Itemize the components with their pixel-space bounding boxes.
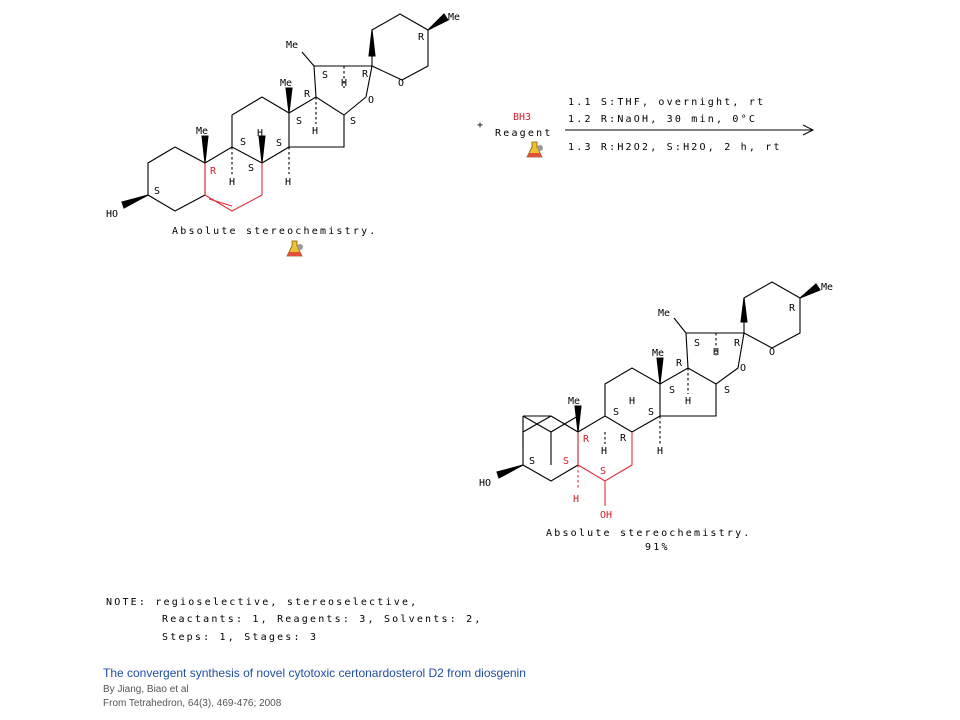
condition-step: 1.2 R:NaOH, 30 min, 0°C — [568, 114, 757, 125]
label: S — [669, 385, 675, 396]
label-red: OH — [600, 510, 612, 521]
label: R — [620, 433, 627, 444]
citation-source: From Tetrahedron, 64(3), 469-476; 2008 — [103, 698, 282, 709]
label: Me — [821, 282, 833, 293]
label: H — [312, 126, 318, 137]
label: Me — [286, 40, 298, 51]
label: R — [676, 358, 683, 369]
label: S — [724, 385, 730, 396]
label-red: R — [583, 434, 590, 445]
label: R — [304, 89, 311, 100]
label: R — [789, 303, 796, 314]
label-red: R — [210, 166, 217, 177]
label: H — [257, 128, 263, 139]
note-line: NOTE: regioselective, stereoselective, — [106, 597, 418, 608]
flask-icon[interactable] — [526, 141, 543, 158]
label: O — [368, 95, 374, 106]
citation-title-link[interactable]: The convergent synthesis of novel cytoto… — [103, 666, 526, 680]
label: Me — [280, 78, 292, 89]
flask-icon[interactable] — [286, 240, 303, 257]
label: Me — [652, 348, 664, 359]
label: R — [734, 338, 741, 349]
label: HO — [106, 209, 118, 220]
label: S — [694, 338, 700, 349]
label: HO — [479, 478, 491, 489]
plus-sign: + — [477, 120, 483, 131]
product-structure: Me Me Me Me S H R O R R O S S H S H S R … — [479, 281, 833, 553]
condition-step: 1.1 S:THF, overnight, rt — [568, 97, 765, 108]
reactant-structure: Me Me Me Me S H R O R R O S S H S H S S … — [106, 12, 460, 237]
citation-authors: By Jiang, Biao et al — [103, 684, 189, 695]
label: R — [362, 69, 369, 80]
label: Me — [568, 396, 580, 407]
label: S — [529, 456, 535, 467]
label: Me — [448, 12, 460, 23]
label: S — [322, 70, 328, 81]
label: S — [350, 116, 356, 127]
stereo-note: Absolute stereochemistry. — [172, 226, 378, 237]
label: Me — [658, 308, 670, 319]
label: S — [613, 407, 619, 418]
label: H — [285, 177, 291, 188]
label: H — [229, 177, 235, 188]
note-line: Steps: 1, Stages: 3 — [162, 632, 318, 643]
stereo-note: Absolute stereochemistry. — [546, 528, 752, 539]
reaction-arrow — [565, 124, 815, 136]
label-red: S — [600, 466, 606, 477]
label: S — [154, 186, 160, 197]
label: O — [769, 347, 775, 358]
label: Me — [196, 126, 208, 137]
label: S — [276, 138, 282, 149]
label: H — [685, 396, 691, 407]
label: H — [601, 446, 607, 457]
label: S — [240, 137, 246, 148]
label: H — [341, 78, 347, 89]
label: O — [740, 363, 746, 374]
label: O — [398, 78, 404, 89]
yield: 91% — [645, 542, 670, 553]
reagent-formula: BH3 — [513, 112, 531, 123]
label: H — [629, 396, 635, 407]
label: S — [296, 116, 302, 127]
label: R — [418, 32, 425, 43]
reagent-label: Reagent — [495, 128, 553, 139]
condition-step: 1.3 R:H2O2, S:H2O, 2 h, rt — [568, 142, 782, 153]
label-red: H — [573, 494, 579, 505]
note-line: Reactants: 1, Reagents: 3, Solvents: 2, — [162, 614, 483, 625]
label: H — [713, 347, 719, 358]
label: H — [657, 446, 663, 457]
label-red: S — [563, 456, 569, 467]
label: S — [648, 407, 654, 418]
label: S — [248, 163, 254, 174]
